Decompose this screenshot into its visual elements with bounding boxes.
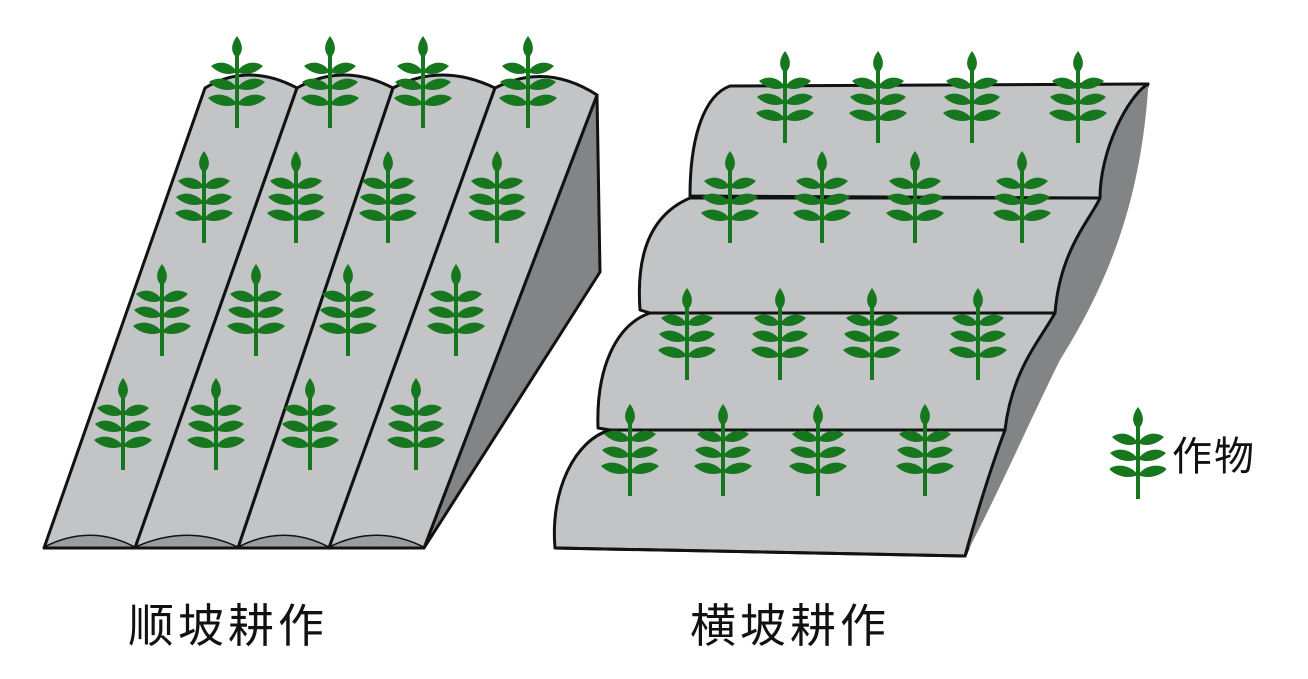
- legend: 作物: [1110, 405, 1256, 501]
- ridge-end-shading: [44, 536, 424, 548]
- downslope-caption: 顺坡耕作: [128, 599, 328, 653]
- terrace-tier: [596, 311, 1057, 432]
- crossslope-caption: 横坡耕作: [690, 599, 890, 653]
- downslope-ridges: [42, 73, 599, 550]
- crossslope-field: [552, 82, 1150, 558]
- crossslope-base-line: [554, 546, 966, 558]
- plant-icon: [1110, 405, 1166, 501]
- crossslope-field-side-fill: [965, 84, 1148, 556]
- legend-label: 作物: [1172, 434, 1256, 480]
